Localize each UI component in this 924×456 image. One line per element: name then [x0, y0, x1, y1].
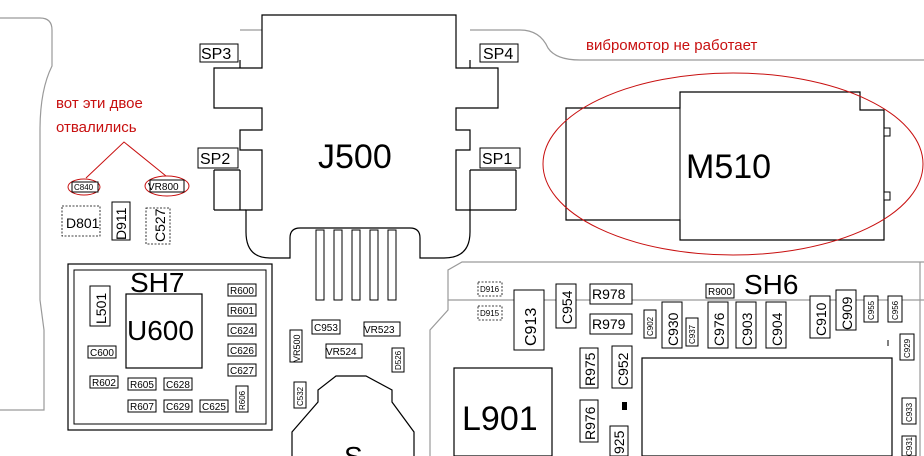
sp3-label: SP3 — [201, 46, 231, 63]
svg-text:C904: C904 — [769, 312, 785, 346]
svg-text:D915: D915 — [480, 309, 500, 318]
svg-text:VR524: VR524 — [326, 347, 357, 358]
l501-pad — [89, 285, 111, 327]
l901-label: L901 — [462, 400, 538, 438]
u600-body — [125, 293, 203, 369]
board-edge-top — [240, 29, 924, 61]
svg-text:C910: C910 — [813, 302, 829, 336]
sp1-pad — [479, 147, 521, 169]
sh7-passives: R600 R601 C624 C626 C627 C600 R602 R605 … — [87, 283, 257, 413]
sh6-label: SH6 — [744, 269, 798, 300]
l501-label: L501 — [93, 293, 109, 324]
svg-text:VR500: VR500 — [292, 334, 302, 362]
c840-label: C840 — [74, 183, 94, 192]
svg-text:R900: R900 — [708, 287, 732, 298]
board-edge-left — [0, 17, 53, 411]
l901-body — [453, 367, 553, 456]
tiny-pad — [622, 402, 627, 410]
svg-text:C933: C933 — [905, 402, 914, 422]
svg-text:C628: C628 — [166, 380, 190, 391]
m510-body — [565, 91, 885, 241]
d801-label: D801 — [66, 215, 100, 231]
svg-text:C956: C956 — [891, 300, 900, 320]
svg-text:R976: R976 — [582, 406, 598, 440]
svg-text:R975: R975 — [582, 352, 598, 386]
svg-text:C955: C955 — [867, 300, 876, 320]
sp2-pad — [197, 147, 239, 169]
d801-pad — [61, 205, 101, 237]
j500-body — [213, 14, 499, 259]
svg-text:C952: C952 — [615, 352, 631, 386]
svg-text:R601: R601 — [230, 306, 254, 317]
sp2-label: SP2 — [200, 151, 230, 168]
j500-pins — [315, 229, 397, 301]
m510-contact-2 — [883, 191, 891, 201]
svg-text:R978: R978 — [592, 286, 626, 302]
vr800-label: VR800 — [148, 182, 179, 193]
svg-text:R602: R602 — [92, 378, 116, 389]
sh6-outer-outline — [429, 261, 924, 456]
sp4-pad — [479, 43, 519, 63]
svg-text:C937: C937 — [688, 324, 697, 344]
m510-label: M510 — [686, 148, 771, 186]
svg-text:C913: C913 — [523, 308, 540, 346]
sh7-shield-outer — [67, 263, 273, 431]
vr800-pad — [149, 179, 185, 193]
svg-text:C629: C629 — [166, 402, 190, 413]
svg-text:R979: R979 — [592, 316, 626, 332]
sh6-ic-body — [641, 357, 893, 456]
svg-text:C954: C954 — [559, 290, 575, 324]
detached-note-line2: отвалились — [56, 119, 137, 136]
svg-text:D916: D916 — [480, 285, 500, 294]
j500-label: J500 — [318, 138, 392, 176]
svg-text:D526: D526 — [394, 350, 403, 370]
svg-text:C624: C624 — [230, 326, 254, 337]
svg-text:C625: C625 — [202, 402, 226, 413]
vibro-note: вибромотор не работает — [586, 37, 757, 54]
svg-text:C953: C953 — [314, 323, 338, 334]
detached-pointer — [85, 141, 167, 179]
c527-label: C527 — [152, 208, 168, 242]
svg-text:C903: C903 — [739, 312, 755, 346]
m510-contact-1 — [883, 127, 891, 137]
lower-connector-outline — [291, 375, 415, 456]
svg-text:R605: R605 — [130, 380, 154, 391]
svg-text:C532: C532 — [296, 386, 305, 406]
vr800-highlight — [144, 175, 190, 197]
d911-pad — [111, 201, 131, 241]
sh7-shield-inner — [73, 269, 267, 425]
c840-highlight — [67, 178, 101, 196]
svg-text:C600: C600 — [90, 348, 114, 359]
svg-text:C930: C930 — [665, 312, 681, 346]
c527-pad — [145, 207, 171, 245]
m510-highlight-ellipse — [542, 72, 924, 256]
middle-passives: C953 VR523 VR500 VR524 D526 C532 — [289, 319, 405, 409]
sp3-pad — [199, 43, 239, 63]
sh7-label: SH7 — [130, 267, 184, 298]
svg-text:C976: C976 — [711, 312, 727, 346]
svg-text:C627: C627 — [230, 366, 254, 377]
svg-text:C626: C626 — [230, 346, 254, 357]
detached-note-line1: вот эти двое — [56, 95, 143, 112]
svg-text:R607: R607 — [130, 402, 154, 413]
svg-text:R606: R606 — [238, 390, 247, 410]
c840-pad — [71, 181, 99, 193]
svg-text:C929: C929 — [903, 338, 912, 358]
sp1-label: SP1 — [482, 151, 512, 168]
svg-text:VR523: VR523 — [364, 325, 395, 336]
sp4-label: SP4 — [483, 46, 513, 63]
svg-text:R600: R600 — [230, 286, 254, 297]
svg-text:C902: C902 — [646, 316, 655, 336]
svg-text:C931: C931 — [905, 436, 914, 456]
u600-label: U600 — [127, 315, 194, 346]
partial-s-label: S — [344, 441, 363, 456]
svg-text:925: 925 — [611, 430, 627, 454]
svg-text:C909: C909 — [839, 296, 855, 330]
sh6-passives: D916 D915 C913 C954 R978 R979 C902 C930 … — [477, 281, 917, 456]
d911-label: D911 — [113, 207, 129, 240]
